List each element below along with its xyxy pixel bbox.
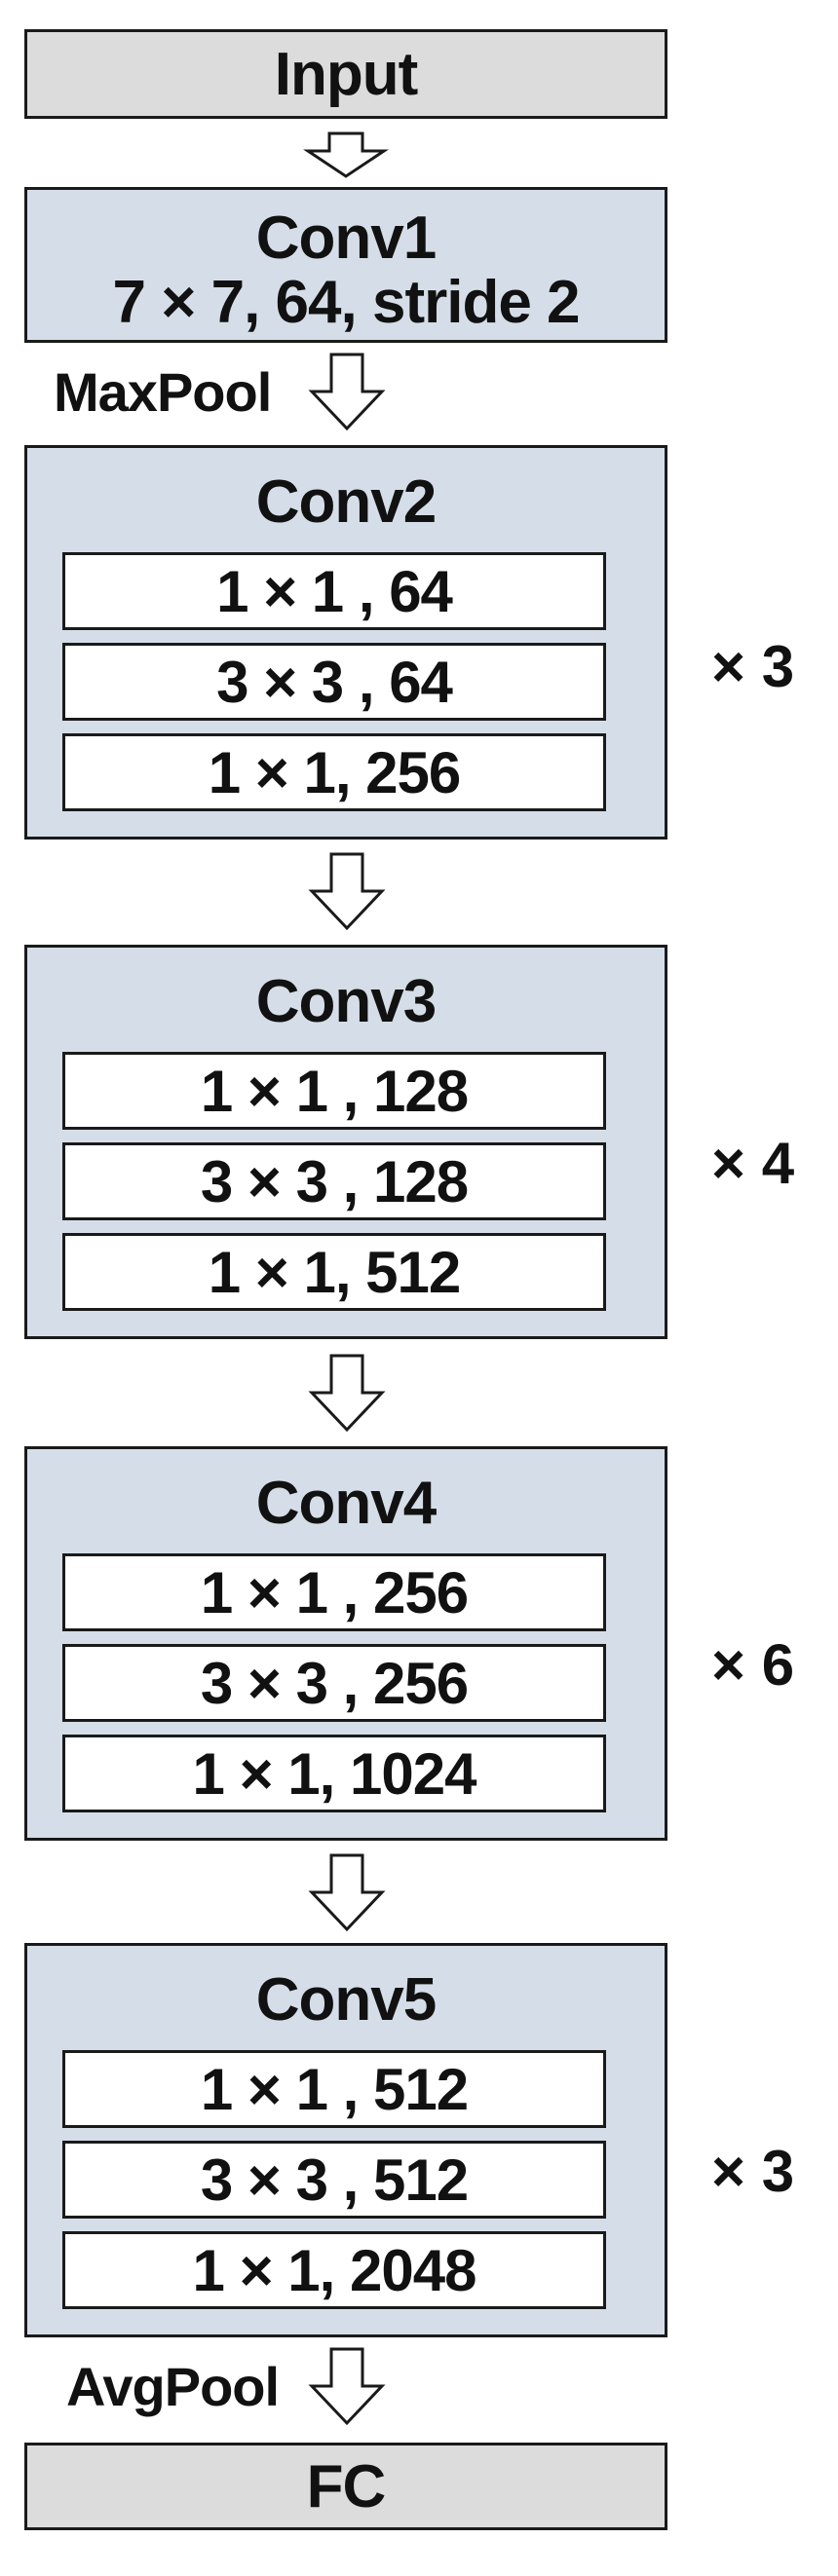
input-block: Input [24, 29, 667, 119]
layer-box: 3 × 3 , 256 [62, 1644, 606, 1722]
layer-box: 1 × 1 , 64 [62, 552, 606, 630]
maxpool-label: MaxPool [54, 361, 272, 423]
arrow-down-icon [303, 131, 389, 178]
fc-label: FC [306, 2452, 387, 2520]
layer-box: 3 × 3 , 512 [62, 2141, 606, 2219]
fc-block: FC [24, 2443, 667, 2530]
conv1-detail: 7 × 7, 64, stride 2 [112, 269, 580, 336]
layer-box: 3 × 3 , 128 [62, 1142, 606, 1220]
stage-title: Conv2 [255, 468, 437, 536]
stage-title: Conv4 [255, 1470, 437, 1537]
conv2-stage: Conv2 1 × 1 , 64 3 × 3 , 64 1 × 1, 256 [24, 445, 667, 840]
repeat-label: × 4 [711, 1131, 795, 1196]
layer-box: 3 × 3 , 64 [62, 643, 606, 721]
layer-box: 1 × 1 , 512 [62, 2050, 606, 2128]
stage-title: Conv3 [255, 968, 437, 1035]
avgpool-label: AvgPool [66, 2356, 280, 2417]
arrow-down-icon [308, 1354, 386, 1433]
arrow-down-icon [308, 1853, 386, 1932]
arrow-down-icon [308, 852, 386, 931]
conv4-stage: Conv4 1 × 1 , 256 3 × 3 , 256 1 × 1, 102… [24, 1446, 667, 1841]
arrow-down-icon [308, 353, 386, 431]
conv3-stage: Conv3 1 × 1 , 128 3 × 3 , 128 1 × 1, 512 [24, 945, 667, 1339]
repeat-label: × 3 [711, 2139, 795, 2204]
layer-box: 1 × 1 , 128 [62, 1052, 606, 1130]
layer-box: 1 × 1, 512 [62, 1233, 606, 1311]
layer-box: 1 × 1, 256 [62, 733, 606, 811]
layer-box: 1 × 1 , 256 [62, 1553, 606, 1631]
repeat-label: × 6 [711, 1632, 795, 1698]
arrow-down-icon [308, 2347, 386, 2426]
repeat-label: × 3 [711, 634, 795, 699]
conv1-block: Conv1 7 × 7, 64, stride 2 [24, 187, 667, 343]
stage-title: Conv5 [255, 1966, 437, 2034]
input-label: Input [274, 40, 418, 108]
layer-box: 1 × 1, 1024 [62, 1735, 606, 1812]
conv5-stage: Conv5 1 × 1 , 512 3 × 3 , 512 1 × 1, 204… [24, 1943, 667, 2337]
layer-box: 1 × 1, 2048 [62, 2231, 606, 2309]
conv1-title: Conv1 [255, 205, 437, 272]
